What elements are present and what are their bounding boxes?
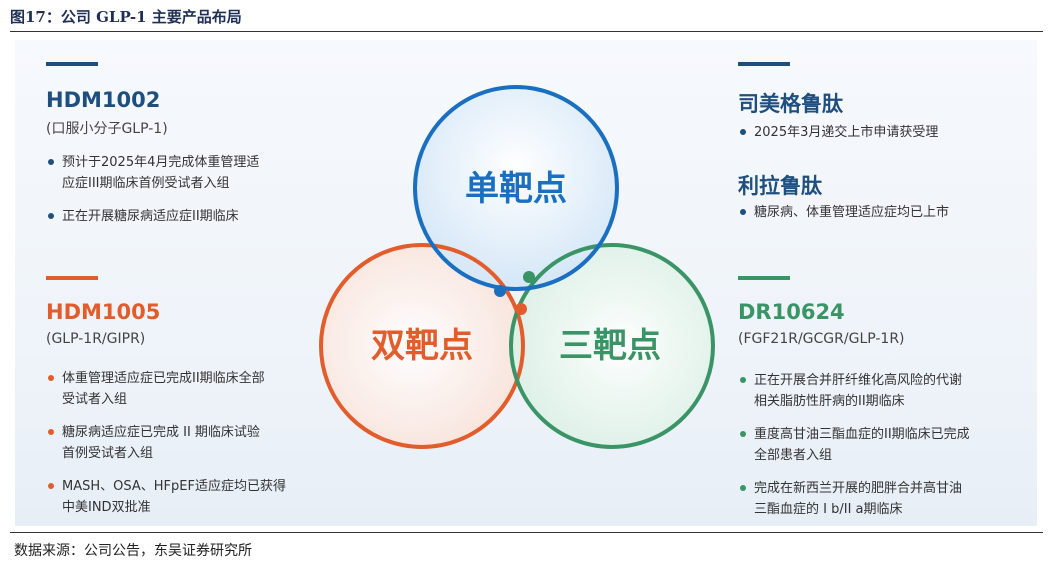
hdm1005-title: HDM1005 (46, 300, 161, 324)
triple-target-circle (511, 245, 713, 447)
list-item: 糖尿病适应症已完成 II 期临床试验 首例受试者入组 (46, 422, 346, 464)
hdm1005-bullets: 体重管理适应症已完成II期临床全部 受试者入组 糖尿病适应症已完成 II 期临床… (46, 368, 346, 530)
semaglutide-bullets: 2025年3月递交上市申请获受理 (738, 122, 1028, 155)
orange-accent-bar (46, 276, 98, 280)
hdm1002-subtitle: (口服小分子GLP-1) (46, 121, 168, 137)
hdm1005-subtitle: (GLP-1R/GIPR) (46, 331, 146, 347)
source-note: 数据来源：公司公告，东吴证券研究所 (14, 543, 252, 559)
top-rule (10, 31, 1043, 32)
list-item: 体重管理适应症已完成II期临床全部 受试者入组 (46, 368, 346, 410)
green-node-dot (523, 271, 535, 283)
list-item: 完成在新西兰开展的肥胖合并高甘油 三酯血症的 I b/II a期临床 (738, 478, 1038, 520)
dr10624-title: DR10624 (738, 300, 845, 324)
dual-target-label: 双靶点 (371, 326, 473, 366)
single-target-label: 单靶点 (465, 169, 567, 209)
single-target-circle (415, 87, 617, 289)
triple-target-label: 三靶点 (559, 326, 661, 366)
blue-accent-bar-right (738, 62, 790, 66)
list-item: 糖尿病、体重管理适应症均已上市 (738, 202, 1028, 223)
dr10624-subtitle: (FGF21R/GCGR/GLP-1R) (738, 331, 905, 347)
triple-target-ring (509, 243, 715, 449)
liraglutide-bullets: 糖尿病、体重管理适应症均已上市 (738, 202, 1028, 235)
dual-target-ring (319, 243, 525, 449)
list-item: 正在开展糖尿病适应症II期临床 (46, 206, 346, 227)
list-item: 重度高甘油三酯血症的II期临床已完成 全部患者入组 (738, 424, 1038, 466)
dr10624-bullets: 正在开展合并肝纤维化高风险的代谢 相关脂肪性肝病的II期临床 重度高甘油三酯血症… (738, 370, 1038, 532)
list-item: 预计于2025年4月完成体重管理适 应症III期临床首例受试者入组 (46, 152, 346, 194)
figure-title: 图17：公司 GLP-1 主要产品布局 (10, 8, 242, 26)
dual-target-circle (321, 245, 523, 447)
blue-accent-bar (46, 62, 98, 66)
green-accent-bar (738, 276, 790, 280)
list-item: 正在开展合并肝纤维化高风险的代谢 相关脂肪性肝病的II期临床 (738, 370, 1038, 412)
list-item: 2025年3月递交上市申请获受理 (738, 122, 1028, 143)
hdm1002-bullets: 预计于2025年4月完成体重管理适 应症III期临床首例受试者入组 正在开展糖尿… (46, 152, 346, 239)
liraglutide-title: 利拉鲁肽 (738, 174, 822, 198)
bottom-rule (10, 532, 1043, 533)
hdm1002-title: HDM1002 (46, 88, 161, 112)
blue-node-dot (494, 285, 506, 297)
semaglutide-title: 司美格鲁肽 (738, 92, 843, 116)
list-item: MASH、OSA、HFpEF适应症均已获得 中美IND双批准 (46, 476, 346, 518)
single-target-ring (413, 85, 619, 291)
orange-node-dot (515, 303, 527, 315)
